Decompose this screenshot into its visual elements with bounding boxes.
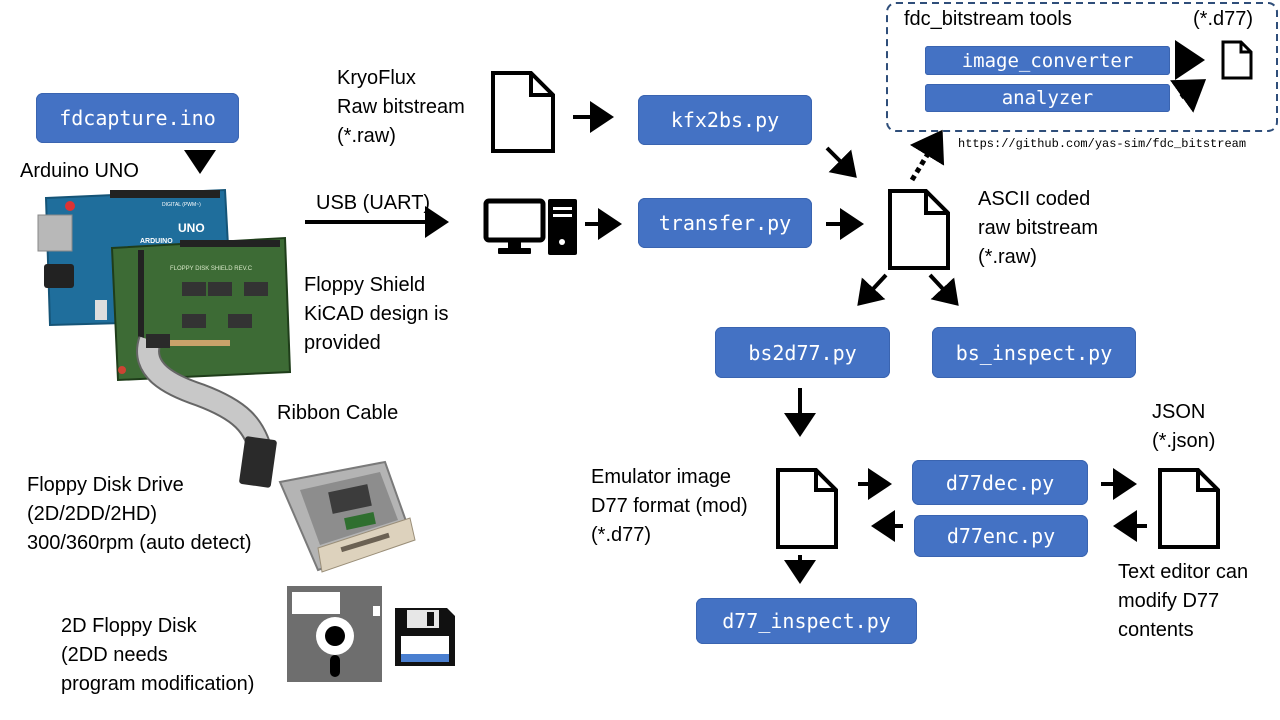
arduino-uno-label: Arduino UNO <box>20 160 139 182</box>
editor-line-2: modify D77 <box>1118 590 1220 612</box>
kryoflux-raw-file-icon <box>491 71 555 153</box>
arrow-analyzer-to-d77 <box>1170 79 1207 113</box>
arrow-raw-to-tools <box>909 129 945 182</box>
tools-d77-file-icon <box>1221 40 1253 80</box>
ribbon-cable <box>136 334 277 488</box>
floppy-shield-label: Floppy Shield KiCAD design is provided <box>304 271 449 358</box>
image-converter-box[interactable]: image_converter <box>925 46 1170 75</box>
github-url[interactable]: https://github.com/yas-sim/fdc_bitstream <box>958 137 1247 151</box>
digital-pin-label: DIGITAL (PWM~) <box>162 202 201 208</box>
arrow-kfx2bs-to-raw <box>825 146 857 178</box>
emulator-image-label: Emulator image D77 format (mod) (*.d77) <box>591 463 748 550</box>
shield-line-1: Floppy Shield <box>304 274 426 296</box>
shield-line-3: provided <box>304 332 381 354</box>
kryoflux-label: KryoFlux Raw bitstream (*.raw) <box>337 64 465 151</box>
floppy-disk-label: 2D Floppy Disk (2DD needs program modifi… <box>61 612 254 699</box>
drive-line-2: (2D/2DD/2HD) <box>27 503 158 525</box>
json-line-1: JSON <box>1152 401 1206 423</box>
editor-line-3: contents <box>1118 619 1194 641</box>
ascii-line-1: ASCII coded <box>978 188 1091 210</box>
tools-panel-title: fdc_bitstream tools <box>904 8 1072 30</box>
json-file-icon <box>1158 468 1220 549</box>
ascii-line-2: raw bitstream <box>978 217 1099 239</box>
arrow-raw-to-bs2d77 <box>857 273 888 306</box>
shield-line-2: KiCAD design is <box>304 303 449 325</box>
d77-file-icon <box>776 468 838 549</box>
disk-line-1: 2D Floppy Disk <box>61 615 197 637</box>
d77-inspect-py-box[interactable]: d77_inspect.py <box>696 598 917 644</box>
emulator-line-3: (*.d77) <box>591 524 652 546</box>
usb-uart-label: USB (UART) <box>316 192 431 214</box>
kfx2bs-py-box[interactable]: kfx2bs.py <box>638 95 812 145</box>
kryoflux-line-3: (*.raw) <box>337 125 396 147</box>
floppy-disk-525-icon <box>287 586 382 682</box>
tools-panel-ext: (*.d77) <box>1193 8 1254 30</box>
floppy-disk-drive <box>278 460 416 573</box>
json-label: JSON (*.json) <box>1152 398 1215 456</box>
ascii-line-3: (*.raw) <box>978 246 1037 268</box>
ribbon-cable-label: Ribbon Cable <box>277 402 399 424</box>
uno-board-label: UNO <box>178 221 205 235</box>
emulator-line-1: Emulator image <box>591 466 732 488</box>
disk-line-3: program modification) <box>61 673 255 695</box>
d77dec-py-box[interactable]: d77dec.py <box>912 460 1088 505</box>
drive-line-1: Floppy Disk Drive <box>27 474 184 496</box>
fdcapture-ino-box[interactable]: fdcapture.ino <box>36 93 239 143</box>
kryoflux-line-2: Raw bitstream <box>337 96 465 118</box>
text-editor-label: Text editor can modify D77 contents <box>1118 558 1248 645</box>
arrow-raw-to-bs-inspect <box>928 273 959 306</box>
editor-line-1: Text editor can <box>1118 561 1249 583</box>
computer-icon <box>483 198 577 255</box>
emulator-line-2: D77 format (mod) <box>591 495 748 517</box>
shield-board-label: FLOPPY DISK SHIELD REV.C <box>170 266 253 272</box>
drive-line-3: 300/360rpm (auto detect) <box>27 532 252 554</box>
json-line-2: (*.json) <box>1152 430 1216 452</box>
disk-line-2: (2DD needs <box>61 644 168 666</box>
kryoflux-line-1: KryoFlux <box>337 67 416 89</box>
ascii-raw-file-icon <box>888 189 950 270</box>
ascii-raw-label: ASCII coded raw bitstream (*.raw) <box>978 185 1098 272</box>
analyzer-box[interactable]: analyzer <box>925 84 1170 112</box>
transfer-py-box[interactable]: transfer.py <box>638 198 812 248</box>
arduino-board-label: ARDUINO <box>140 238 173 245</box>
floppy-disk-35-icon <box>395 608 455 666</box>
bs2d77-py-box[interactable]: bs2d77.py <box>715 327 890 378</box>
tools-panel-border <box>886 2 1278 132</box>
d77enc-py-box[interactable]: d77enc.py <box>914 515 1088 557</box>
floppy-drive-label: Floppy Disk Drive (2D/2DD/2HD) 300/360rp… <box>27 471 252 558</box>
bs-inspect-py-box[interactable]: bs_inspect.py <box>932 327 1136 378</box>
